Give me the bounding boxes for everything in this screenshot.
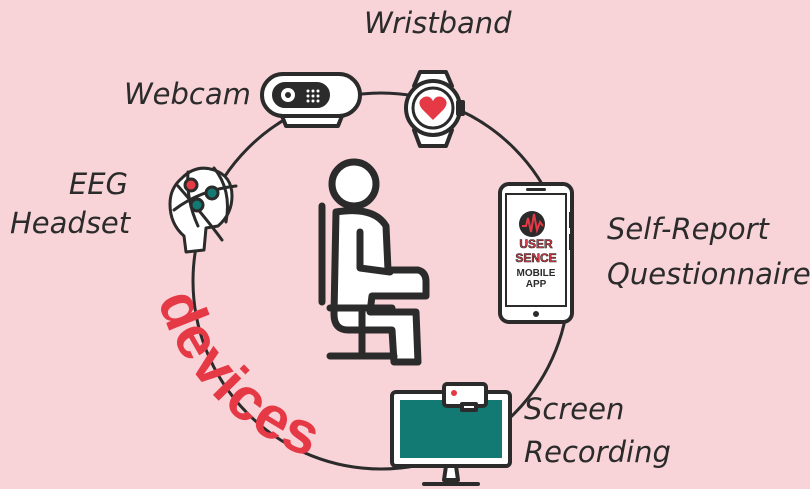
label-recording: Recording (524, 435, 671, 469)
screen-recording-icon (390, 382, 512, 486)
app-logo-app: APP (526, 279, 547, 290)
label-questionnaire: Questionnaire (607, 257, 810, 291)
label-screen: Screen (524, 392, 625, 426)
label-wristband: Wristband (364, 6, 512, 40)
label-eeg: EEG (68, 167, 128, 201)
mobile-app-icon: USER SENCE MOBILE APP (498, 182, 574, 324)
eeg-headset-icon (168, 166, 238, 254)
wristband-icon (404, 70, 465, 148)
devices-title: devices (145, 281, 331, 470)
label-self-report: Self-Report (607, 212, 769, 246)
seated-person-icon (318, 158, 430, 366)
webcam-icon (260, 72, 362, 128)
app-logo-mobile: MOBILE (517, 268, 556, 279)
app-logo-user: USER (519, 237, 553, 251)
label-headset: Headset (10, 206, 131, 240)
label-webcam: Webcam (124, 77, 251, 111)
app-logo-sence: SENCE (515, 251, 556, 265)
